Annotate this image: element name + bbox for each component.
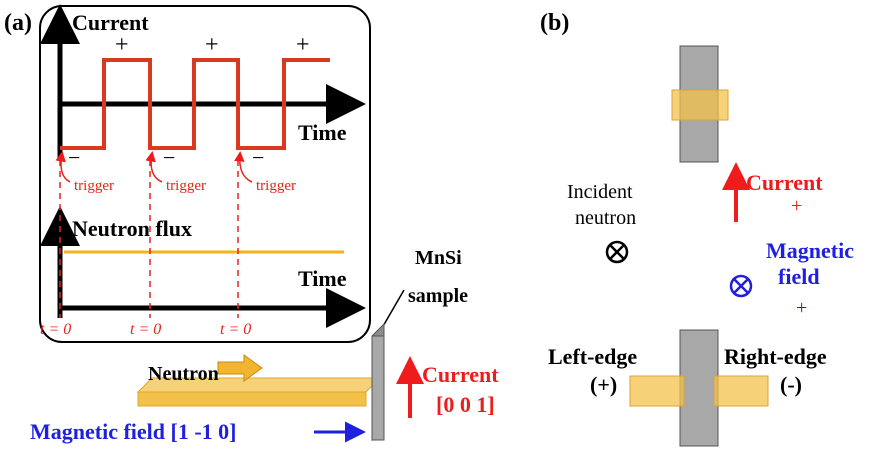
plus-sign-1: + [115, 32, 129, 58]
magnetic-label-1: Magnetic [766, 238, 854, 263]
neutron-flux-label: Neutron flux [72, 216, 192, 241]
left-edge-sign: (+) [590, 372, 617, 397]
magnetic-sign: + [796, 297, 807, 319]
incident-into-page-icon [605, 240, 629, 264]
sample-pointer-line [381, 289, 405, 329]
neutron-label: Neutron [148, 363, 219, 385]
current-sign-b: + [791, 195, 802, 217]
minus-sign-3: − [252, 145, 264, 170]
right-beam-spot [713, 375, 769, 407]
current-square-wave [60, 58, 330, 150]
current-label-a: Current [422, 362, 499, 387]
magnetic-label-2: field [778, 264, 820, 289]
plus-sign-3: + [296, 32, 310, 58]
incident-label-1: Incident [567, 181, 633, 203]
neutron-arrow [217, 354, 263, 382]
trigger-arrow-2 [145, 151, 163, 183]
minus-sign-1: − [68, 145, 80, 170]
right-edge-sign: (-) [780, 372, 802, 397]
t0-label-2: t = 0 [130, 321, 161, 338]
trigger-arrow-3 [234, 151, 253, 183]
magnetic-field-label: Magnetic field [1 -1 0] [30, 419, 237, 444]
left-edge-label: Left-edge [548, 344, 637, 369]
mnsi-sample [371, 335, 385, 441]
panel-b-label: (b) [540, 10, 569, 36]
sample-title-1: MnSi [415, 247, 462, 269]
time-label-2: Time [298, 266, 347, 291]
plus-sign-2: + [205, 32, 219, 58]
sample-title-2: sample [408, 285, 468, 307]
minus-sign-2: − [163, 145, 175, 170]
t0-label-1: t = 0 [40, 321, 71, 338]
t0-label-3: t = 0 [220, 321, 251, 338]
right-edge-label: Right-edge [724, 344, 827, 369]
left-beam-spot [629, 375, 685, 407]
plots-frame [39, 5, 371, 343]
current-label-b: Current [746, 170, 823, 195]
trigger-arrow-1 [55, 151, 71, 183]
current-axis-label: Current [72, 10, 149, 35]
panel-a-label: (a) [4, 10, 32, 36]
field-into-page-icon [729, 274, 753, 298]
bottom-sample-bar [679, 329, 719, 447]
incident-label-2: neutron [575, 207, 636, 229]
current-direction: [0 0 1] [436, 392, 495, 417]
trigger-label-1: trigger [74, 178, 114, 194]
top-beam-spot [671, 89, 729, 121]
trigger-label-2: trigger [166, 178, 206, 194]
trigger-label-3: trigger [256, 178, 296, 194]
beam-front [137, 391, 367, 407]
time-label-1: Time [298, 120, 347, 145]
